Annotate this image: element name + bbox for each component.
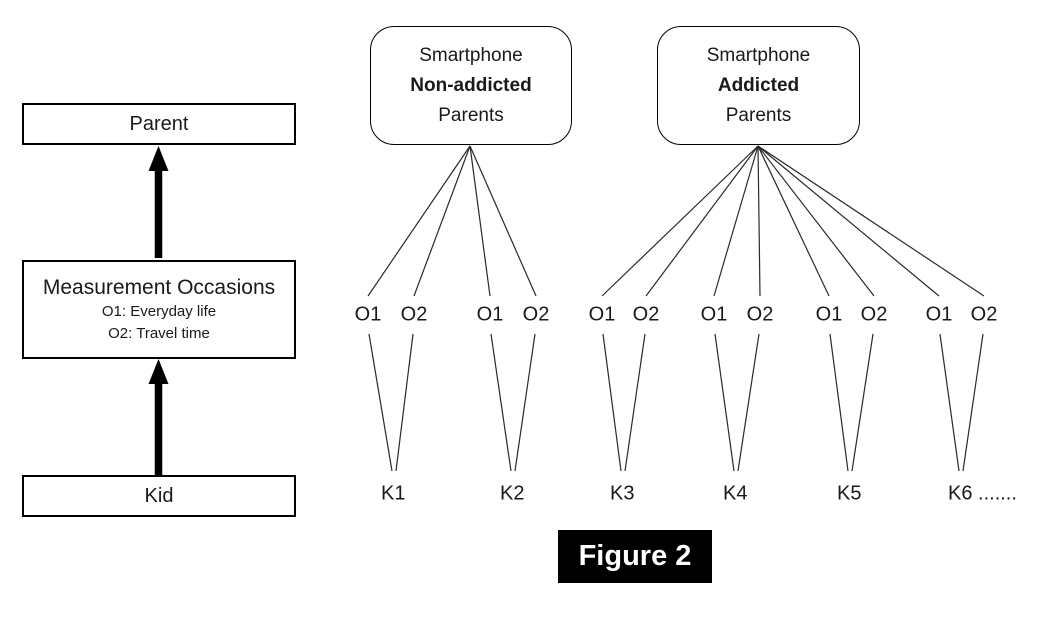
kid-box: Kid [22,475,296,517]
fan-line [757,145,985,297]
v-line [714,333,735,472]
v-line [624,333,646,472]
measurement-sub-o2: O2: Travel time [108,325,210,342]
measurement-sub-o1: O1: Everyday life [101,303,217,320]
v-line [851,333,874,472]
kid-id-label: K4 [723,482,748,505]
v-line [829,333,849,472]
fan-line [757,145,830,297]
fan-line [469,145,491,297]
fan-line [713,145,759,297]
v-line [368,333,393,472]
occasion-label: O1 [588,303,616,326]
group-line-non-addicted: Non-addicted [410,74,532,96]
fan-line [645,145,759,297]
group-line-parents: Parents [725,104,792,126]
fan-line [757,145,875,297]
kid-id-label: K2 [500,482,525,505]
occasion-label: O1 [815,303,843,326]
up-arrow-head [148,146,169,171]
fan-line [757,145,940,297]
occasion-label: O1 [700,303,728,326]
measurement-occasions-box: Measurement Occasions O1: Everyday life … [22,260,296,359]
fan-line [469,145,537,297]
occasion-label: O2 [632,303,660,326]
figure-caption: Figure 2 [558,530,712,583]
v-line [602,333,622,472]
v-line [939,333,960,472]
kid-id-label: K3 [610,482,635,505]
fan-line [367,145,471,297]
addicted-parents-box: Smartphone Addicted Parents [657,26,860,145]
measurement-title: Measurement Occasions [42,276,276,299]
occasion-label: O1 [354,303,382,326]
occasion-label: O2 [400,303,428,326]
occasion-label: O2 [970,303,998,326]
v-line [962,333,984,472]
group-line-addicted: Addicted [717,74,800,96]
parent-box: Parent [22,103,296,145]
v-line [737,333,760,472]
kid-id-label: K6 ....... [948,482,1017,505]
occasion-label: O2 [860,303,888,326]
fan-line [413,145,471,297]
kid-id-label: K5 [837,482,862,505]
fan-line [757,145,761,297]
occasion-label: O2 [746,303,774,326]
non-addicted-parents-box: Smartphone Non-addicted Parents [370,26,572,145]
up-arrow-head [148,359,169,384]
v-line [395,333,414,472]
group-line-smartphone: Smartphone [419,44,523,66]
fan-line [601,145,759,297]
parent-label: Parent [129,112,189,135]
v-line [490,333,512,472]
v-line [514,333,536,472]
occasion-label: O1 [476,303,504,326]
group-line-smartphone: Smartphone [706,44,811,66]
occasion-label: O2 [522,303,550,326]
kid-id-label: K1 [381,482,406,505]
kid-label: Kid [144,484,174,507]
occasion-label: O1 [925,303,953,326]
caption-text: Figure 2 [578,540,692,572]
group-line-parents: Parents [438,104,504,126]
